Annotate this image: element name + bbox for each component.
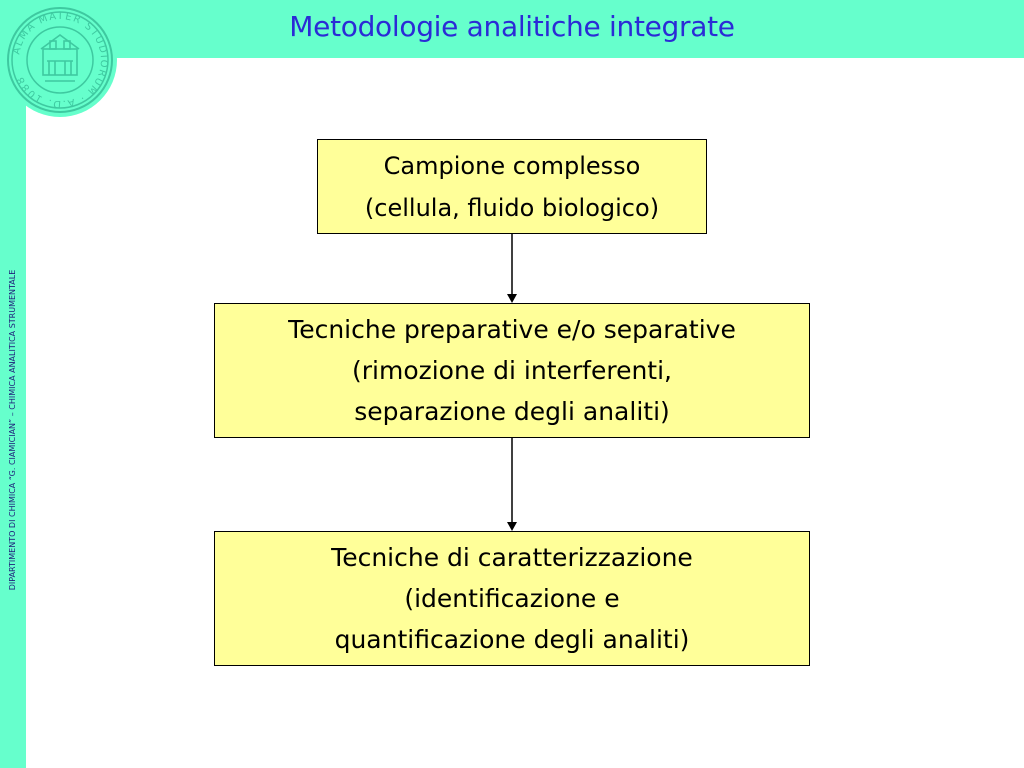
flow-step-sample: Campione complesso (cellula, fluido biol… xyxy=(317,139,707,234)
department-vertical-label: DIPARTIMENTO DI CHIMICA “G. CIAMICIAN” –… xyxy=(8,269,17,591)
flow-step-characterization-line3: quantificazione degli analiti) xyxy=(334,625,690,654)
flow-step-preparation-line3: separazione degli analiti) xyxy=(354,397,670,426)
slide-title: Metodologie analitiche integrate xyxy=(289,10,735,43)
flow-step-characterization-line1: Tecniche di caratterizzazione xyxy=(331,543,693,572)
flow-step-preparation-line2: (rimozione di interferenti, xyxy=(351,356,672,385)
flow-step-sample-line2: (cellula, fluido biologico) xyxy=(364,193,660,222)
university-seal-icon: ALMA MATER STUDIORUM · A.D. 1088 xyxy=(7,7,113,113)
flow-step-characterization: Tecniche di caratterizzazione (identific… xyxy=(214,531,810,666)
flow-step-preparation: Tecniche preparative e/o separative (rim… xyxy=(214,303,810,438)
flow-step-characterization-line2: (identificazione e xyxy=(404,584,620,613)
flow-step-sample-line1: Campione complesso xyxy=(383,151,641,180)
flow-step-preparation-line1: Tecniche preparative e/o separative xyxy=(288,315,736,344)
